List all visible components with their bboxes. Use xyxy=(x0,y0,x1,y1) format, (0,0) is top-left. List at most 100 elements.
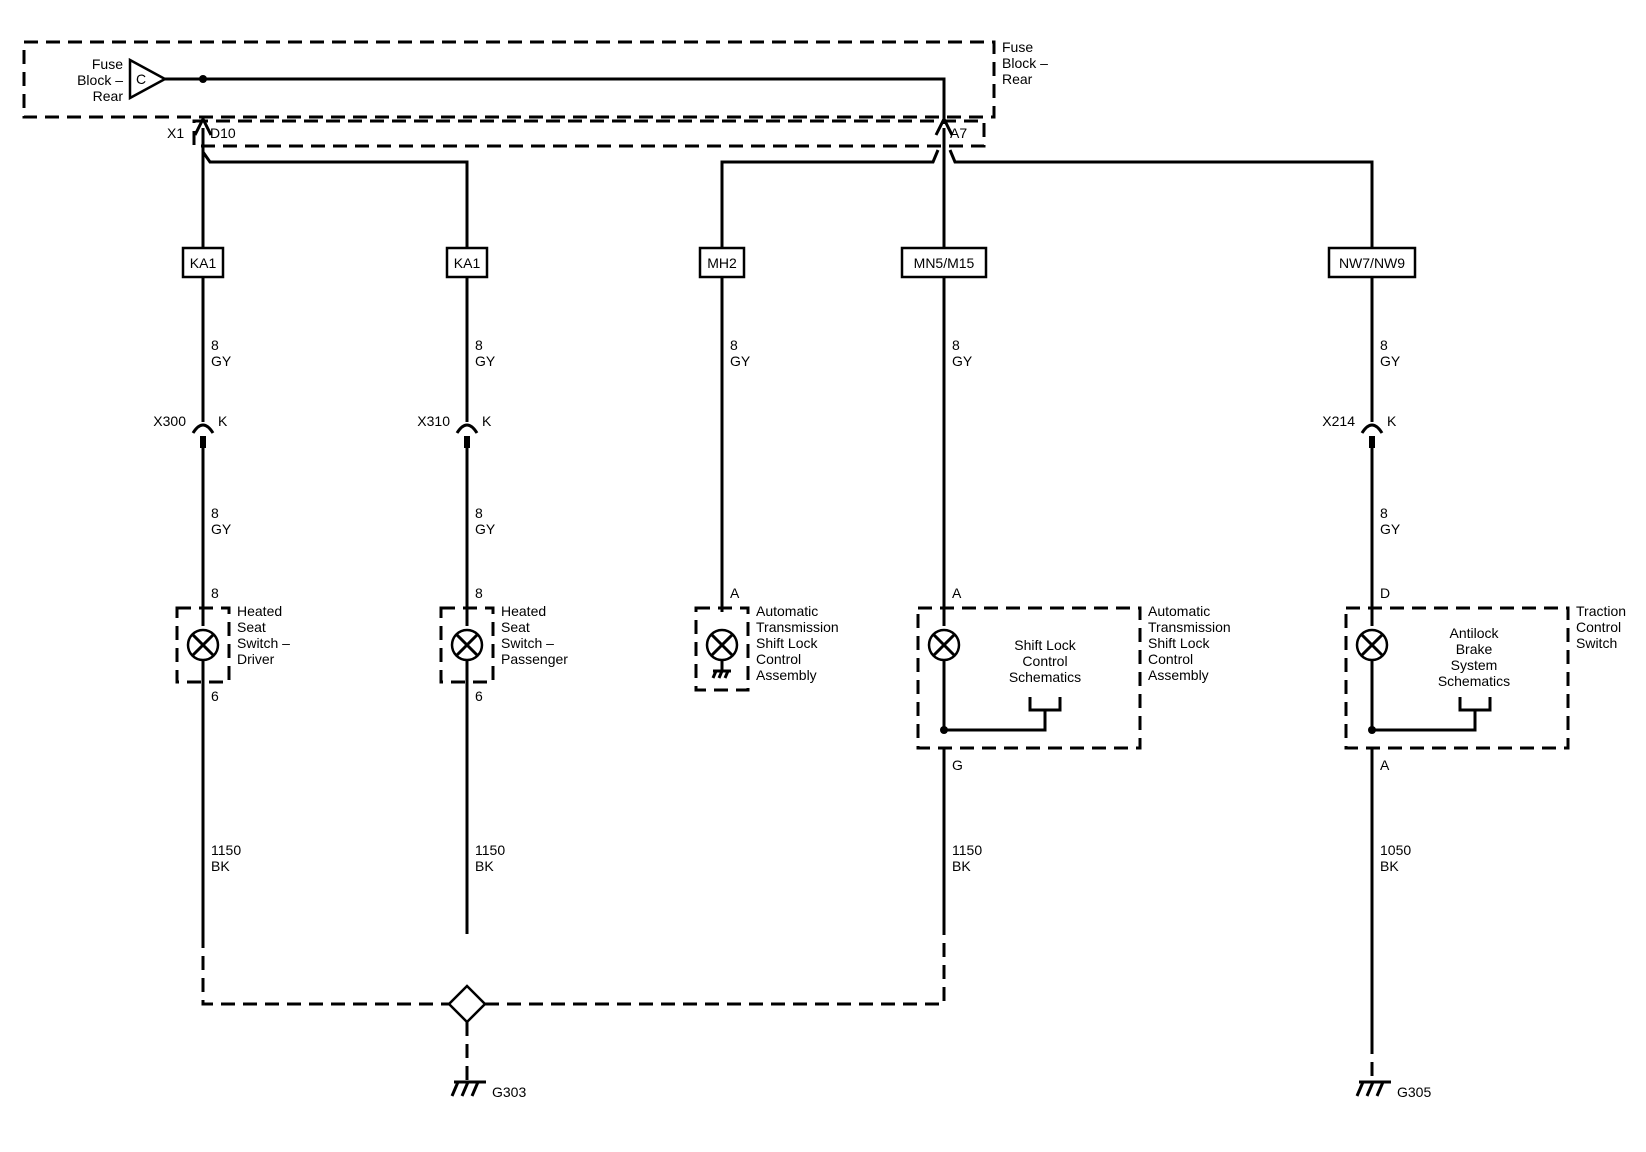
ground-bus-dashed xyxy=(201,934,946,1006)
pin-a7-label: A7 xyxy=(950,125,967,141)
connector-x1-label: X1 xyxy=(167,125,184,141)
svg-text:Fuse: Fuse xyxy=(1002,39,1033,55)
svg-text:Shift Lock: Shift Lock xyxy=(1014,637,1076,653)
svg-text:GY: GY xyxy=(1380,353,1401,369)
svg-text:A: A xyxy=(1380,757,1390,773)
svg-text:Shift Lock: Shift Lock xyxy=(1148,635,1210,651)
svg-text:Switch –: Switch – xyxy=(501,635,554,651)
wire-label-traction-lower: 8GY xyxy=(1380,505,1401,537)
svg-text:G305: G305 xyxy=(1397,1084,1431,1100)
pin-d10-chevron xyxy=(193,115,213,136)
svg-text:Block –: Block – xyxy=(1002,55,1048,71)
svg-text:Switch: Switch xyxy=(1576,635,1617,651)
option-box-mh2 xyxy=(698,246,746,279)
fuse-bus-wire xyxy=(165,77,946,124)
svg-text:Transmission: Transmission xyxy=(756,619,839,635)
svg-text:Brake: Brake xyxy=(1456,641,1493,657)
svg-text:Automatic: Automatic xyxy=(756,603,818,619)
svg-text:Seat: Seat xyxy=(501,619,530,635)
wire-label-traction-upper: 8GY xyxy=(1380,337,1401,369)
fuse-block-outline xyxy=(22,40,996,119)
svg-text:GY: GY xyxy=(475,521,496,537)
svg-text:8: 8 xyxy=(1380,505,1388,521)
lamp-icon xyxy=(450,628,484,662)
wire-mh2-branch xyxy=(720,149,940,248)
option-box-ka1-driver xyxy=(181,246,225,279)
svg-text:1150: 1150 xyxy=(952,842,982,858)
component-shift-lock-mh2: A Automatic Transmission Shift Lock Cont… xyxy=(694,585,839,692)
svg-text:X310: X310 xyxy=(417,413,450,429)
svg-text:8: 8 xyxy=(475,337,483,353)
svg-text:X300: X300 xyxy=(153,413,186,429)
option-box-mn5 xyxy=(900,246,988,279)
fuse-terminal-label: C xyxy=(136,71,146,87)
component-heated-seat-passenger: 8 6 Heated Seat Switch – Passenger xyxy=(439,585,568,704)
pin-a7-chevron xyxy=(934,115,954,136)
svg-text:Driver: Driver xyxy=(237,651,275,667)
svg-text:8: 8 xyxy=(952,337,960,353)
wire-traction-branch xyxy=(948,149,1374,248)
svg-text:8: 8 xyxy=(475,585,483,601)
option-mn5-m15: MN5/M15 xyxy=(914,255,975,271)
svg-text:G303: G303 xyxy=(492,1084,526,1100)
svg-text:6: 6 xyxy=(475,688,483,704)
svg-text:8: 8 xyxy=(1380,337,1388,353)
ground-icon xyxy=(711,660,731,679)
svg-text:1150: 1150 xyxy=(475,842,505,858)
svg-text:G: G xyxy=(952,757,963,773)
inline-connector-x310: X310 K xyxy=(417,413,492,448)
lamp-icon xyxy=(186,628,220,662)
svg-text:Antilock: Antilock xyxy=(1449,625,1499,641)
svg-text:Control: Control xyxy=(1148,651,1193,667)
svg-text:Automatic: Automatic xyxy=(1148,603,1210,619)
lamp-icon xyxy=(927,628,961,662)
svg-text:Transmission: Transmission xyxy=(1148,619,1231,635)
svg-text:1150: 1150 xyxy=(211,842,241,858)
wire-label-driver-upper: 8GY xyxy=(211,337,232,369)
lamp-icon xyxy=(1355,628,1389,662)
svg-text:K: K xyxy=(218,413,228,429)
svg-text:8: 8 xyxy=(211,585,219,601)
svg-text:BK: BK xyxy=(211,858,230,874)
svg-text:Passenger: Passenger xyxy=(501,651,568,667)
bus-splice-dot xyxy=(199,75,207,83)
svg-text:D: D xyxy=(1380,585,1390,601)
svg-text:1050: 1050 xyxy=(1380,842,1411,858)
svg-text:BK: BK xyxy=(475,858,494,874)
svg-text:GY: GY xyxy=(211,353,232,369)
component-heated-seat-driver: 8 6 Heated Seat Switch – Driver xyxy=(175,585,290,704)
wire-label-mn5: 8GY xyxy=(952,337,973,369)
svg-text:Assembly: Assembly xyxy=(1148,667,1209,683)
svg-text:Rear: Rear xyxy=(1002,71,1033,87)
wire-label-driver-lower: 8GY xyxy=(211,505,232,537)
svg-text:BK: BK xyxy=(1380,858,1399,874)
svg-text:Control: Control xyxy=(1576,619,1621,635)
svg-text:GY: GY xyxy=(475,353,496,369)
svg-text:GY: GY xyxy=(211,521,232,537)
fuse-block-label-right: Fuse Block – Rear xyxy=(1002,39,1048,87)
option-ka1-passenger: KA1 xyxy=(454,255,481,271)
svg-text:A: A xyxy=(952,585,962,601)
svg-text:GY: GY xyxy=(1380,521,1401,537)
option-box-ka1-passenger xyxy=(445,246,489,279)
fuse-block-label-left: Fuse Block – Rear xyxy=(77,56,123,104)
svg-text:Control: Control xyxy=(756,651,801,667)
svg-text:8: 8 xyxy=(730,337,738,353)
svg-text:Shift Lock: Shift Lock xyxy=(756,635,818,651)
option-ka1-driver: KA1 xyxy=(190,255,217,271)
svg-text:Block –: Block – xyxy=(77,72,123,88)
splice-diamond-icon xyxy=(447,984,487,1024)
svg-text:GY: GY xyxy=(952,353,973,369)
component-shift-lock-mn5: A G Shift Lock Control Schematics Automa… xyxy=(916,585,1231,773)
svg-text:Heated: Heated xyxy=(501,603,546,619)
fuse-terminal-icon xyxy=(128,57,168,101)
option-box-nw7 xyxy=(1327,246,1417,279)
svg-text:A: A xyxy=(730,585,740,601)
svg-text:Fuse: Fuse xyxy=(92,56,123,72)
wire-label-mh2: 8GY xyxy=(730,337,751,369)
svg-text:Traction: Traction xyxy=(1576,603,1626,619)
